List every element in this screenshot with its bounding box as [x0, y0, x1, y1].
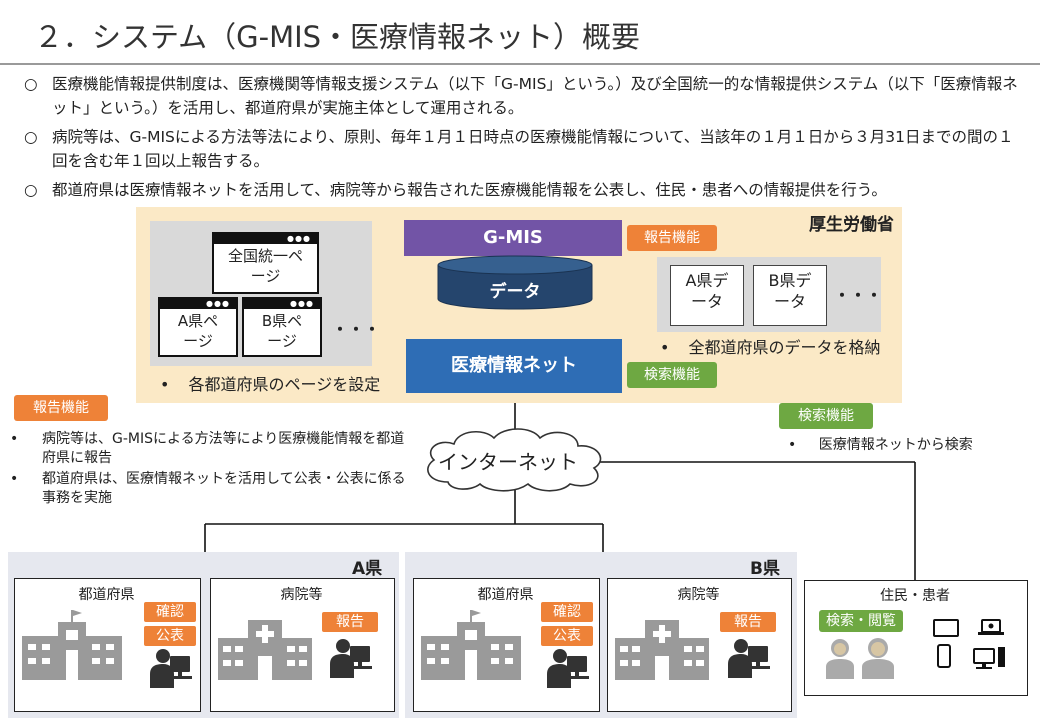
pages-ellipsis: ・・・ [332, 320, 381, 339]
bullet-marker: ○ [24, 75, 38, 93]
pages-caption-text: 各都道府県のページを設定 [188, 375, 381, 394]
a-publish-tag: 公表 [144, 626, 196, 646]
b-pref-page-label: B県ページ [261, 312, 303, 350]
left-report-tag: 報告機能 [14, 395, 108, 421]
bullet-item: ○ 医療機能情報提供制度は、医療機関等情報支援システム（以下「G-MIS」という… [24, 72, 1024, 120]
staff-computer-icon [728, 639, 770, 678]
a-hospital-label: 病院等 [280, 587, 323, 603]
a-gov-label: 都道府県 [78, 587, 135, 603]
left-note-text: 都道府県は、医療情報ネットを活用して公表・公表に係る事務を実施 [42, 471, 406, 506]
national-page-label: 全国統一ページ [227, 247, 303, 285]
b-gov-label: 都道府県 [477, 587, 534, 603]
national-page: ●●● 全国統一ページ [212, 232, 319, 294]
bullet-marker: ○ [24, 181, 38, 199]
internet-label: インターネット [438, 450, 578, 474]
data-ellipsis: ・・・ [834, 286, 883, 305]
staff-computer-icon [150, 649, 192, 688]
intro-bullets: ○ 医療機能情報提供制度は、医療機関等情報支援システム（以下「G-MIS」という… [24, 72, 1024, 207]
right-note-item: • 医療情報ネットから検索 [788, 436, 973, 455]
data-caption-text: 全都道府県のデータを格納 [688, 338, 881, 357]
medical-info-net-box: 医療情報ネット [406, 339, 622, 393]
b-pref-data-label: B県データ [768, 271, 812, 311]
a-pref-page: ●●● A県ページ [158, 297, 238, 357]
b-report-tag: 報告 [720, 612, 776, 632]
database-label: データ [489, 282, 541, 302]
residents-label: 住民・患者 [880, 588, 950, 604]
window-dots: ●●● [287, 234, 311, 243]
prefecture-b-label: B県 [750, 559, 780, 579]
gov-building-icon [421, 610, 521, 680]
bullet-item: ○ 都道府県は医療情報ネットを活用して、病院等から報告された医療機能情報を公表し… [24, 178, 1024, 202]
title-divider [0, 63, 1040, 65]
caption-bullet: • [660, 338, 670, 357]
b-confirm-tag: 確認 [541, 602, 593, 622]
report-function-tag: 報告機能 [627, 225, 717, 251]
bullet-marker: ○ [24, 128, 38, 146]
bullet-text: 病院等は、G-MISによる方法等法により、原則、毎年１月１日時点の医療機能情報に… [52, 128, 1014, 170]
mhlw-label: 厚生労働省 [809, 215, 894, 235]
search-browse-tag: 検索・閲覧 [819, 610, 903, 632]
prefecture-a-label: A県 [352, 559, 383, 579]
note-bullet: • [10, 471, 19, 487]
data-caption: • 全都道府県のデータを格納 [660, 334, 881, 358]
b-publish-tag: 公表 [541, 626, 593, 646]
pages-caption: • 各都道府県のページを設定 [160, 371, 380, 395]
b-pref-page: ●●● B県ページ [242, 297, 322, 357]
internet-cloud [427, 428, 602, 492]
staff-computer-icon [330, 639, 372, 678]
staff-computer-icon [547, 649, 589, 688]
left-note-text: 病院等は、G-MISによる方法等により医療機能情報を都道府県に報告 [42, 431, 405, 466]
a-pref-page-label: A県ページ [177, 312, 219, 350]
a-confirm-tag: 確認 [144, 602, 196, 622]
b-hospital-label: 病院等 [677, 587, 720, 603]
a-report-tag: 報告 [322, 612, 378, 632]
right-search-tag: 検索機能 [779, 403, 873, 429]
hospital-building-icon [615, 620, 709, 680]
gov-building-icon [22, 610, 122, 680]
left-note-list: • 病院等は、G-MISによる方法等により医療機能情報を都道府県に報告 • 都道… [10, 430, 410, 508]
people-icon [826, 638, 894, 679]
search-function-tag: 検索機能 [627, 362, 717, 388]
caption-bullet: • [160, 375, 170, 394]
window-dots: ●●● [290, 299, 314, 308]
bullet-item: ○ 病院等は、G-MISによる方法等法により、原則、毎年１月１日時点の医療機能情… [24, 125, 1024, 173]
a-pref-data-label: A県データ [685, 271, 729, 311]
hospital-building-icon [218, 620, 312, 680]
bullet-text: 都道府県は医療情報ネットを活用して、病院等から報告された医療機能情報を公表し、住… [52, 181, 887, 199]
a-pref-data: A県データ [670, 265, 744, 326]
gmis-box: G-MIS [404, 220, 622, 256]
b-pref-data: B県データ [753, 265, 827, 326]
left-note-item: • 都道府県は、医療情報ネットを活用して公表・公表に係る事務を実施 [10, 470, 410, 508]
right-note-text: 医療情報ネットから検索 [818, 437, 973, 453]
devices-icon [933, 619, 1005, 669]
left-note-item: • 病院等は、G-MISによる方法等により医療機能情報を都道府県に報告 [10, 430, 410, 468]
page-title: ２．システム（G-MIS・医療情報ネット）概要 [34, 20, 641, 54]
note-bullet: • [10, 431, 19, 447]
window-dots: ●●● [206, 299, 230, 308]
note-bullet: • [788, 437, 797, 453]
bullet-text: 医療機能情報提供制度は、医療機関等情報支援システム（以下「G-MIS」という。）… [52, 75, 1018, 117]
database-cylinder [437, 255, 593, 310]
